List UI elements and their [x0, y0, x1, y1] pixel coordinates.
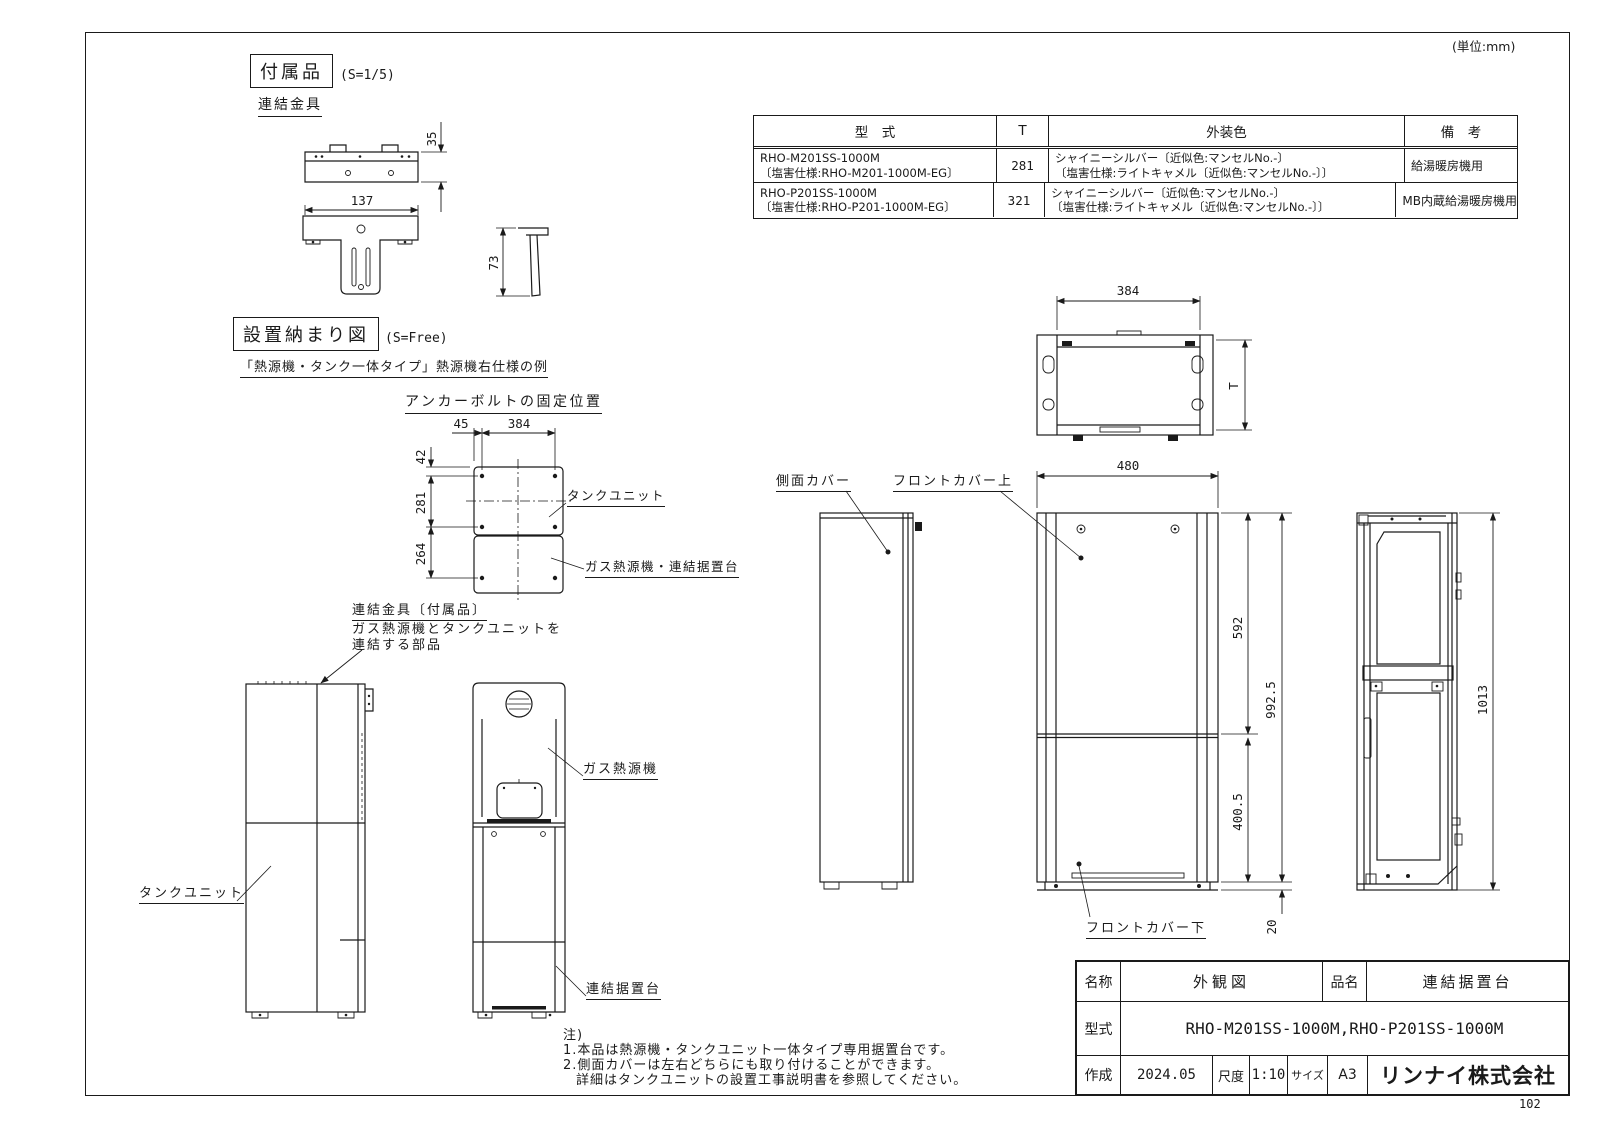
title-created-label: 作成 — [1077, 1056, 1121, 1094]
spec-row1-color-line2: 〔塩害仕様:ライトキャメル〔近似色:マンセルNo.-〕〕 — [1055, 165, 1334, 180]
spec-row1-model-line2: 〔塩害仕様:RHO-M201-1000M-EG〕 — [760, 165, 959, 180]
spec-row1-color-line1: シャイニーシルバー〔近似色:マンセルNo.-〕 — [1055, 151, 1289, 166]
bracket-part-label: 連結金具 — [258, 94, 322, 117]
dim-264: 264 — [413, 543, 428, 566]
accessory-section-title: 付属品 — [250, 54, 333, 88]
spec-row2-remark: MB内蔵給湯暖房機用 — [1402, 193, 1517, 208]
spec-header-t: T — [997, 116, 1049, 146]
stand-top-view: 384 T — [1036, 283, 1252, 441]
side-cover-label: 側面カバー — [776, 470, 852, 492]
title-block-row-2: 型式 RHO-M201SS-1000M,RHO-P201SS-1000M — [1077, 1002, 1568, 1056]
install-section-title: 設置納まり図 — [233, 317, 379, 351]
unit-note: (単位:mm) — [1452, 39, 1516, 54]
title-model-label: 型式 — [1077, 1002, 1121, 1055]
install-scale: (S=Free) — [385, 331, 448, 346]
spec-row2-color-line2: 〔塩害仕様:ライトキャメル〔近似色:マンセルNo.-〕〕 — [1051, 200, 1330, 214]
spec-header-color: 外装色 — [1049, 116, 1405, 146]
spec-row1-color: シャイニーシルバー〔近似色:マンセルNo.-〕 〔塩害仕様:ライトキャメル〔近似… — [1049, 149, 1405, 182]
dim-137: 137 — [351, 193, 374, 208]
dim-35: 35 — [424, 131, 439, 146]
stand-side-view-left — [819, 490, 922, 890]
spec-row1-model-line1: RHO-M201SS-1000M — [760, 151, 880, 166]
accessory-scale: (S=1/5) — [340, 68, 395, 83]
dim-480: 480 — [1117, 458, 1140, 473]
spec-table-row-1: RHO-M201SS-1000M 〔塩害仕様:RHO-M201-1000M-EG… — [754, 149, 1517, 183]
stand-side-view-right: 1013 — [1356, 512, 1500, 891]
stand-front-view: 480 592 400.5 992.5 20 — [999, 458, 1292, 935]
title-size-label: サイズ — [1288, 1056, 1328, 1094]
dim-73: 73 — [486, 255, 501, 270]
anchor-tank-label: タンクユニット — [567, 485, 666, 507]
title-product-label: 品名 — [1323, 962, 1367, 1001]
dim-400-5: 400.5 — [1230, 793, 1245, 831]
title-block-row-1: 名称 外観図 品名 連結据置台 — [1077, 962, 1568, 1002]
spec-table-row-2: RHO-P201SS-1000M 〔塩害仕様:RHO-P201-1000M-EG… — [754, 183, 1517, 217]
spec-row1-model: RHO-M201SS-1000M 〔塩害仕様:RHO-M201-1000M-EG… — [754, 149, 997, 182]
spec-header-model: 型 式 — [754, 116, 997, 146]
note-2: 2.側面カバーは左右どちらにも取り付けることができます。 — [563, 1058, 941, 1073]
title-block-row-3: 作成 2024.05 尺度 1:10 サイズ A3 リンナイ株式会社 — [1077, 1056, 1568, 1094]
dim-42: 42 — [413, 449, 428, 464]
spec-row1-remark: 給湯暖房機用 — [1411, 159, 1484, 173]
title-name-label: 名称 — [1077, 962, 1121, 1001]
note-3: 詳細はタンクユニットの設置工事説明書を参照してください。 — [576, 1073, 968, 1088]
page-number: 102 — [1519, 1097, 1541, 1111]
title-size-value: A3 — [1328, 1056, 1368, 1094]
dim-281: 281 — [413, 492, 428, 515]
sheet-border — [85, 32, 1570, 1096]
dim-592: 592 — [1230, 617, 1245, 640]
bracket-callout-desc1: ガス熱源機とタンクユニットを — [352, 622, 563, 637]
spec-header-remark: 備 考 — [1440, 125, 1482, 141]
spec-row2-model-line1: RHO-P201SS-1000M — [760, 185, 877, 200]
spec-row2-color-line1: シャイニーシルバー〔近似色:マンセルNo.-〕 — [1051, 185, 1286, 200]
spec-table: 型 式 T 外装色 備 考 RHO-M201SS-1000M 〔塩害仕様:RHO… — [753, 115, 1518, 219]
notes-head: 注) — [563, 1028, 584, 1043]
anchor-bolt-diagram: 45 384 42 281 264 — [413, 416, 585, 600]
dim-T: T — [1226, 382, 1241, 390]
base-label: 連結据置台 — [586, 978, 662, 1000]
spec-table-header-row: 型 式 T 外装色 備 考 — [754, 116, 1517, 149]
spec-row2-t: 321 — [994, 183, 1046, 217]
bracket-callout-title: 連結金具〔付属品〕 — [352, 599, 488, 621]
dim-384-anchor: 384 — [508, 416, 531, 431]
title-scale-value: 1:10 — [1250, 1056, 1288, 1094]
title-name-value: 外観図 — [1121, 962, 1323, 1001]
bracket-front-view: 35 — [304, 122, 447, 212]
gas-unit-label: ガス熱源機 — [583, 758, 659, 780]
gas-unit-front-view — [472, 682, 587, 1019]
tank-unit-label: タンクユニット — [139, 882, 245, 904]
bracket-callout-desc2: 連結する部品 — [352, 638, 443, 653]
anchor-gas-base-label: ガス熱源機・連結据置台 — [585, 556, 740, 578]
title-product-value: 連結据置台 — [1422, 973, 1513, 991]
install-subtitle: 「熱源機・タンク一体タイプ」熱源機右仕様の例 — [240, 356, 549, 378]
note-1: 1.本品は熱源機・タンクユニット一体タイプ専用据置台です。 — [563, 1043, 955, 1058]
title-scale-label: 尺度 — [1213, 1056, 1250, 1094]
spec-row2-color: シャイニーシルバー〔近似色:マンセルNo.-〕 〔塩害仕様:ライトキャメル〔近似… — [1045, 183, 1397, 217]
spec-row2-model-line2: 〔塩害仕様:RHO-P201-1000M-EG〕 — [760, 200, 956, 214]
bracket-side-view: 73 — [486, 227, 549, 297]
spec-row1-t: 281 — [997, 149, 1049, 182]
title-model-value: RHO-M201SS-1000M,RHO-P201SS-1000M — [1185, 1019, 1504, 1038]
dim-992-5: 992.5 — [1263, 681, 1278, 719]
anchor-bolt-title: アンカーボルトの固定位置 — [405, 391, 603, 414]
combined-unit-front-view — [236, 649, 374, 1019]
dim-384-top: 384 — [1117, 283, 1140, 298]
dim-20: 20 — [1264, 919, 1279, 934]
front-cover-top-label: フロントカバー上 — [893, 470, 1014, 492]
title-created-value: 2024.05 — [1121, 1056, 1213, 1094]
front-cover-bottom-label: フロントカバー下 — [1086, 917, 1207, 939]
dim-1013: 1013 — [1475, 685, 1490, 715]
bracket-plan-view: 137 — [302, 193, 419, 295]
title-block: 名称 外観図 品名 連結据置台 型式 RHO-M201SS-1000M,RHO-… — [1075, 960, 1570, 1096]
dim-45: 45 — [453, 416, 468, 431]
spec-row2-model: RHO-P201SS-1000M 〔塩害仕様:RHO-P201-1000M-EG… — [754, 183, 994, 217]
company-name: リンナイ株式会社 — [1380, 1064, 1556, 1088]
